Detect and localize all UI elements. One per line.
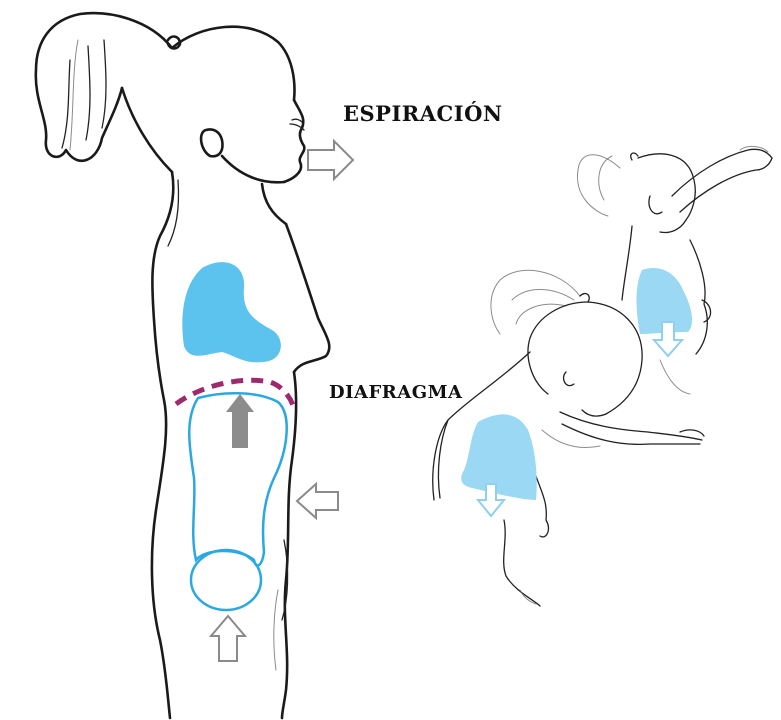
stretching-figure [577, 146, 772, 394]
pelvic-arrow-up-icon [211, 616, 245, 661]
up-arrow-icon [226, 394, 254, 448]
main-figure [36, 13, 330, 718]
diaphragm-label: DIAFRAGMA [329, 382, 462, 403]
expiration-label: ESPIRACIÓN [343, 101, 503, 126]
abdomen-arrow-left-icon [297, 484, 338, 518]
lung-bending [461, 414, 537, 500]
lung-main [182, 262, 281, 362]
pelvic-floor-circle [191, 550, 261, 610]
mouth-arrow-right-icon [308, 141, 353, 179]
